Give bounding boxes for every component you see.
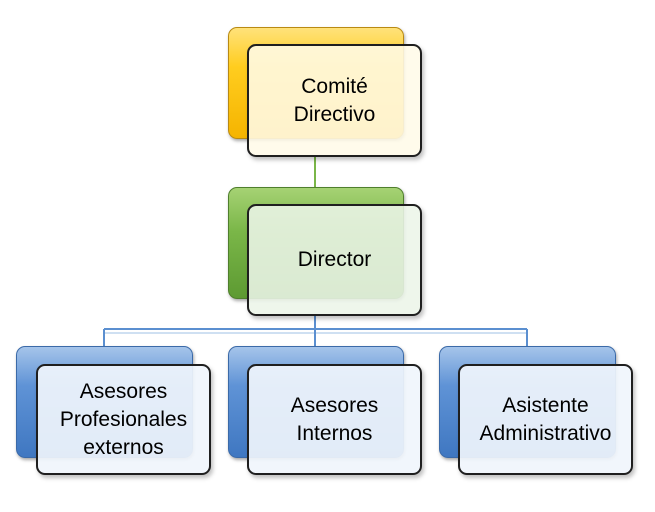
external-advisors-label: Asesores Profesionales externos [59, 379, 188, 459]
internal-advisors-label: Asesores Internos [290, 393, 379, 445]
external-advisors-node: Asesores Profesionales externos [36, 364, 211, 475]
director-label: Director [297, 248, 372, 271]
director-node: Director [247, 204, 422, 316]
committee-label: Comité Directivo [293, 74, 376, 126]
internal-advisors-node: Asesores Internos [247, 364, 422, 475]
admin-assistant-node: Asistente Administrativo [458, 364, 633, 475]
admin-assistant-label: Asistente Administrativo [479, 393, 612, 445]
committee-node: Comité Directivo [247, 44, 422, 157]
